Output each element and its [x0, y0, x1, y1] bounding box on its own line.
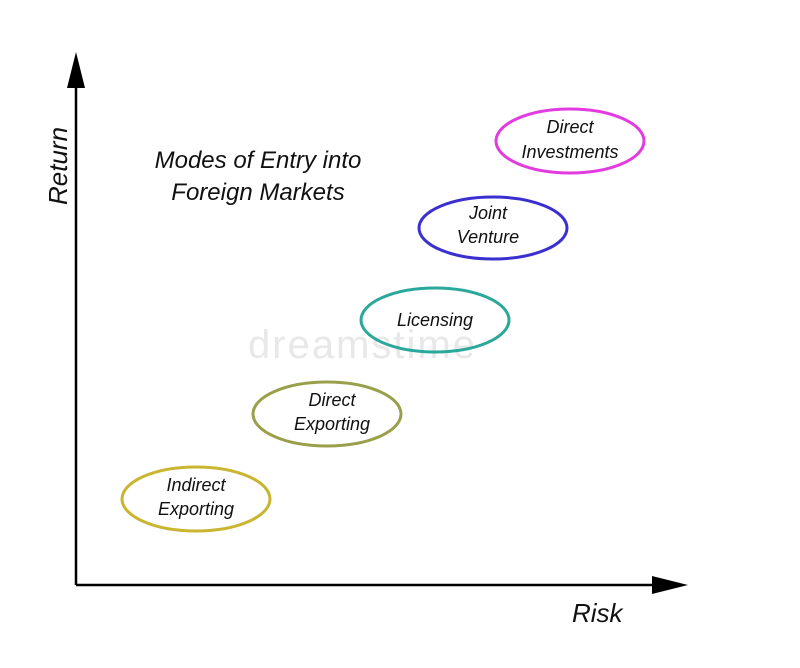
x-axis-label: Risk — [572, 598, 625, 628]
node-joint-venture: Joint Venture — [417, 195, 569, 261]
x-axis-arrow-icon — [652, 576, 688, 594]
y-axis — [67, 52, 85, 585]
node-label-line-1: Direct — [546, 117, 594, 137]
node-label-line-2: Exporting — [294, 414, 370, 434]
node-label-line-2: Venture — [457, 227, 519, 247]
node-label-line-2: Exporting — [158, 499, 234, 519]
node-ellipse — [494, 107, 646, 175]
node-ellipse — [251, 380, 403, 448]
node-label-line-2: Investments — [521, 142, 618, 162]
node-ellipse — [417, 195, 569, 261]
node-label-line-1: Joint — [468, 203, 508, 223]
diagram-title-line-2: Foreign Markets — [171, 179, 344, 206]
node-label-line-1: Licensing — [397, 310, 473, 330]
node-label-line-1: Direct — [308, 390, 356, 410]
x-axis — [76, 576, 688, 594]
node-ellipse — [120, 465, 272, 533]
node-direct-investments: Direct Investments — [494, 107, 646, 175]
node-indirect-exporting: Indirect Exporting — [120, 465, 272, 533]
y-axis-arrow-icon — [67, 52, 85, 88]
node-label-line-1: Indirect — [166, 475, 226, 495]
node-direct-exporting: Direct Exporting — [251, 380, 403, 448]
diagram-title-line-1: Modes of Entry into — [155, 147, 362, 174]
node-licensing: Licensing — [359, 286, 511, 354]
node-ellipse — [359, 286, 511, 354]
watermark: dreamstime — [248, 323, 477, 367]
y-axis-label: Return — [43, 127, 73, 205]
